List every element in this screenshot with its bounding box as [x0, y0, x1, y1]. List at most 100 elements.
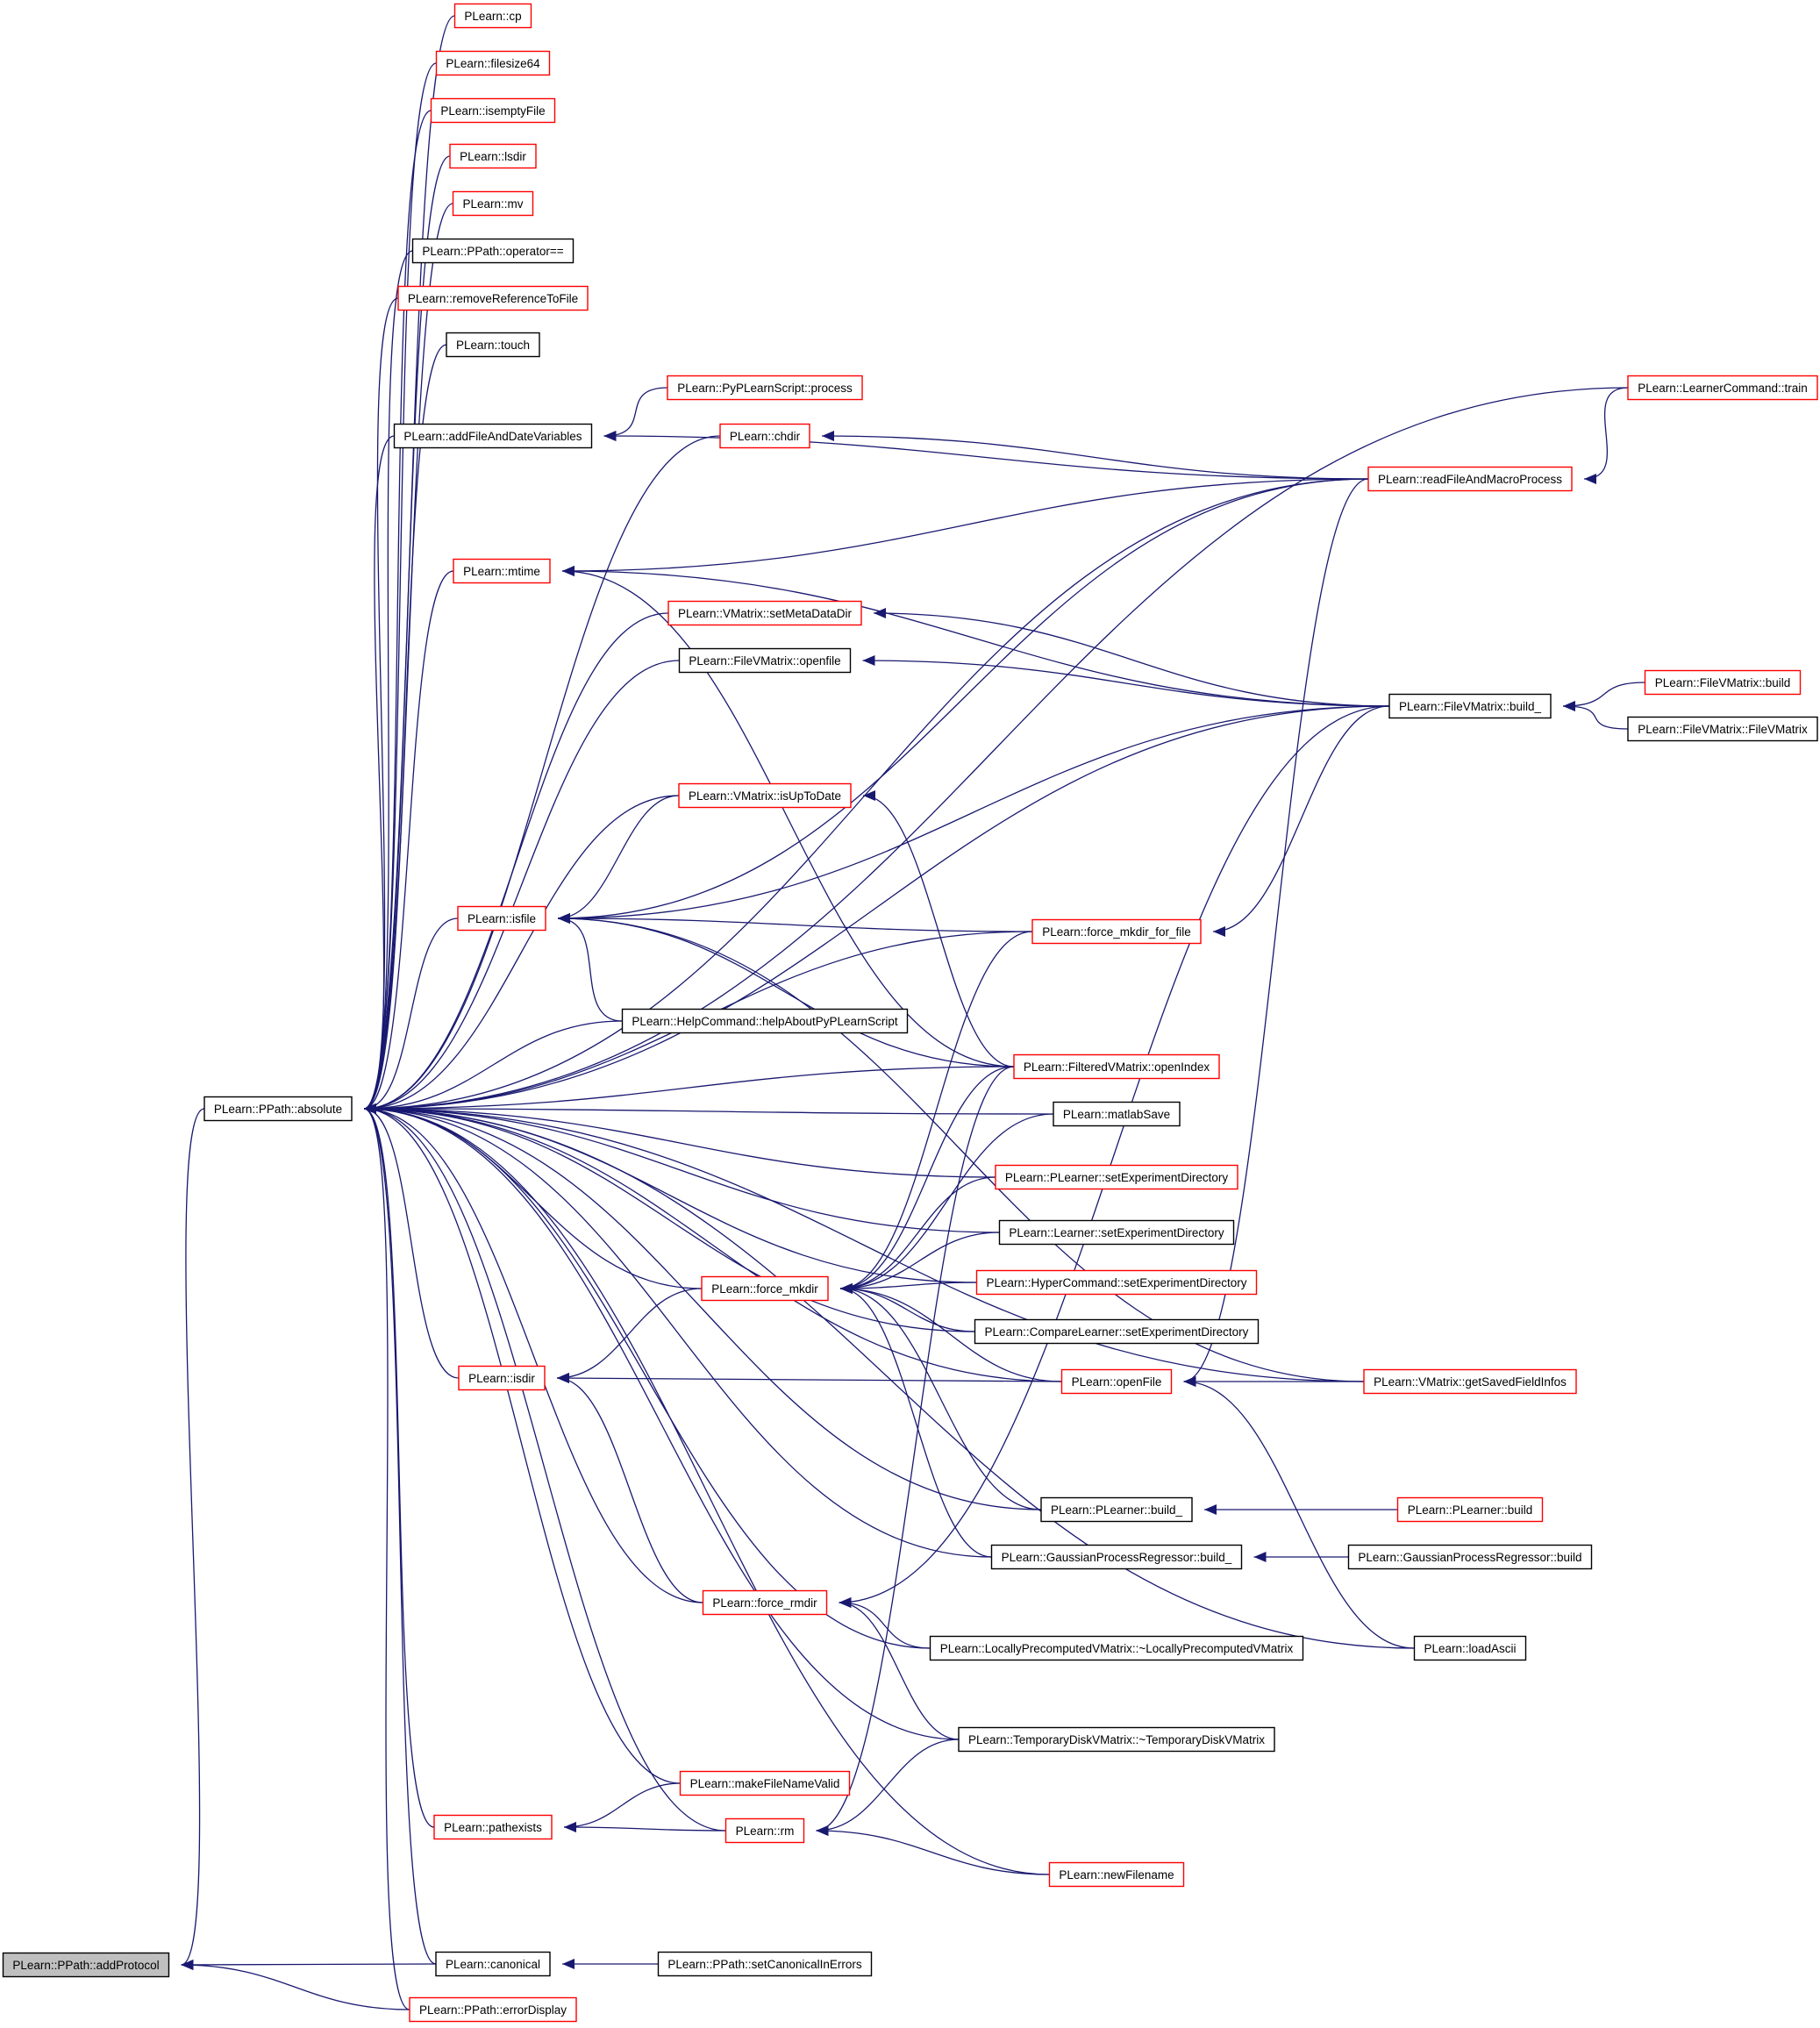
node-tdvdtor[interactable]: PLearn::TemporaryDiskVMatrix::~Temporary…	[958, 1726, 1275, 1753]
node-removeref[interactable]: PLearn::removeReferenceToFile	[397, 285, 589, 311]
node-filesize64[interactable]: PLearn::filesize64	[435, 50, 551, 76]
node-box[interactable]	[1388, 693, 1552, 719]
node-box[interactable]	[411, 238, 575, 264]
node-getsaved[interactable]: PLearn::VMatrix::getSavedFieldInfos	[1363, 1368, 1577, 1395]
node-box[interactable]	[1060, 1368, 1173, 1395]
node-chdir[interactable]: PLearn::chdir	[719, 423, 810, 449]
node-box[interactable]	[203, 1096, 353, 1122]
node-helpabout[interactable]: PLearn::HelpCommand::helpAboutPyPLearnSc…	[621, 1008, 909, 1034]
node-readfilemacro[interactable]: PLearn::readFileAndMacroProcess	[1367, 466, 1573, 492]
node-box[interactable]	[435, 50, 551, 76]
node-box[interactable]	[446, 332, 540, 358]
node-plsetexp[interactable]: PLearn::PLearner::setExperimentDirectory	[995, 1164, 1238, 1190]
node-fvmctor[interactable]: PLearn::FileVMatrix::FileVMatrix	[1627, 716, 1818, 742]
node-filteredopen[interactable]: PLearn::FilteredVMatrix::openIndex	[1013, 1053, 1220, 1080]
node-forcemkdirfile[interactable]: PLearn::force_mkdir_for_file	[1031, 918, 1202, 945]
node-box[interactable]	[958, 1726, 1275, 1753]
node-isdir[interactable]: PLearn::isdir	[458, 1365, 546, 1391]
node-box[interactable]	[678, 647, 852, 674]
node-newfilename[interactable]: PLearn::newFilename	[1048, 1861, 1185, 1888]
node-box[interactable]	[453, 558, 551, 584]
node-box[interactable]	[719, 423, 810, 449]
node-pyprocess[interactable]: PLearn::PyPLearnScript::process	[667, 375, 863, 401]
node-box[interactable]	[701, 1275, 829, 1302]
node-box[interactable]	[458, 1365, 546, 1391]
node-box[interactable]	[409, 1996, 577, 2023]
node-box[interactable]	[998, 1219, 1235, 1246]
node-hsetexp[interactable]: PLearn::HyperCommand::setExperimentDirec…	[975, 1269, 1258, 1296]
node-box[interactable]	[1347, 1544, 1593, 1570]
node-mtime[interactable]: PLearn::mtime	[453, 558, 551, 584]
node-box[interactable]	[929, 1635, 1304, 1661]
node-csetexp[interactable]: PLearn::CompareLearner::setExperimentDir…	[974, 1318, 1260, 1345]
node-openfile[interactable]: PLearn::openFile	[1060, 1368, 1173, 1395]
node-forcermdir[interactable]: PLearn::force_rmdir	[702, 1589, 828, 1616]
node-fvmbuild[interactable]: PLearn::FileVMatrix::build	[1644, 669, 1802, 696]
node-box[interactable]	[435, 1951, 551, 1977]
node-box[interactable]	[453, 3, 532, 29]
node-canonical[interactable]: PLearn::canonical	[435, 1951, 551, 1977]
node-box[interactable]	[430, 97, 556, 124]
node-errordisplay[interactable]: PLearn::PPath::errorDisplay	[409, 1996, 577, 2023]
node-box[interactable]	[1627, 375, 1818, 401]
node-openfile[interactable]: PLearn::FileVMatrix::openfile	[678, 647, 852, 674]
node-box[interactable]	[621, 1008, 909, 1034]
node-plbuild[interactable]: PLearn::PLearner::build	[1396, 1496, 1544, 1523]
node-isuptodate[interactable]: PLearn::VMatrix::isUpToDate	[678, 782, 852, 809]
node-setcanon[interactable]: PLearn::PPath::setCanonicalInErrors	[657, 1951, 873, 1977]
node-box[interactable]	[657, 1951, 873, 1977]
node-fvmbuild[interactable]: PLearn::FileVMatrix::build_	[1388, 693, 1552, 719]
node-box[interactable]	[433, 1814, 553, 1840]
node-box[interactable]	[1367, 466, 1573, 492]
node-setmetadatadir[interactable]: PLearn::VMatrix::setMetaDataDir	[667, 600, 862, 626]
node-makevalid[interactable]: PLearn::makeFileNameValid	[679, 1770, 851, 1796]
node-box[interactable]	[679, 1770, 851, 1796]
node-box[interactable]	[990, 1544, 1243, 1570]
node-forcemkdir[interactable]: PLearn::force_mkdir	[701, 1275, 829, 1302]
node-addprotocol[interactable]: PLearn::PPath::addProtocol	[2, 1952, 170, 1978]
node-absolute[interactable]: PLearn::PPath::absolute	[203, 1096, 353, 1122]
node-gpbuild[interactable]: PLearn::GaussianProcessRegressor::build_	[990, 1544, 1243, 1570]
node-touch[interactable]: PLearn::touch	[446, 332, 540, 358]
node-box[interactable]	[1627, 716, 1818, 742]
node-lsetexp[interactable]: PLearn::Learner::setExperimentDirectory	[998, 1219, 1235, 1246]
node-lsdir[interactable]: PLearn::lsdir	[449, 143, 537, 169]
node-box[interactable]	[452, 190, 534, 217]
node-box[interactable]	[1644, 669, 1802, 696]
node-box[interactable]	[678, 782, 852, 809]
node-learnertrain[interactable]: PLearn::LearnerCommand::train	[1627, 375, 1818, 401]
node-box[interactable]	[702, 1589, 828, 1616]
node-box[interactable]	[1363, 1368, 1577, 1395]
node-box[interactable]	[2, 1952, 170, 1978]
node-box[interactable]	[1413, 1635, 1527, 1661]
node-box[interactable]	[1040, 1496, 1193, 1523]
node-opeq[interactable]: PLearn::PPath::operator==	[411, 238, 575, 264]
node-matlabsave[interactable]: PLearn::matlabSave	[1053, 1101, 1181, 1127]
node-pathexists[interactable]: PLearn::pathexists	[433, 1814, 553, 1840]
node-gpbuild[interactable]: PLearn::GaussianProcessRegressor::build	[1347, 1544, 1593, 1570]
node-box[interactable]	[397, 285, 589, 311]
node-addfiledate[interactable]: PLearn::addFileAndDateVariables	[393, 423, 593, 449]
node-isfile[interactable]: PLearn::isfile	[457, 905, 546, 932]
node-box[interactable]	[1013, 1053, 1220, 1080]
node-rm[interactable]: PLearn::rm	[724, 1817, 805, 1844]
node-box[interactable]	[393, 423, 593, 449]
node-loadascii[interactable]: PLearn::loadAscii	[1413, 1635, 1527, 1661]
node-isemptyfile[interactable]: PLearn::isemptyFile	[430, 97, 556, 124]
node-lpvdtor[interactable]: PLearn::LocallyPrecomputedVMatrix::~Loca…	[929, 1635, 1304, 1661]
node-mv[interactable]: PLearn::mv	[452, 190, 534, 217]
node-box[interactable]	[457, 905, 546, 932]
node-cp[interactable]: PLearn::cp	[453, 3, 532, 29]
node-box[interactable]	[974, 1318, 1260, 1345]
node-box[interactable]	[667, 375, 863, 401]
node-box[interactable]	[1053, 1101, 1181, 1127]
node-plbuild[interactable]: PLearn::PLearner::build_	[1040, 1496, 1193, 1523]
node-box[interactable]	[1031, 918, 1202, 945]
node-box[interactable]	[1048, 1861, 1185, 1888]
node-box[interactable]	[975, 1269, 1258, 1296]
node-box[interactable]	[1396, 1496, 1544, 1523]
node-box[interactable]	[995, 1164, 1238, 1190]
node-box[interactable]	[667, 600, 862, 626]
node-box[interactable]	[449, 143, 537, 169]
node-box[interactable]	[724, 1817, 805, 1844]
